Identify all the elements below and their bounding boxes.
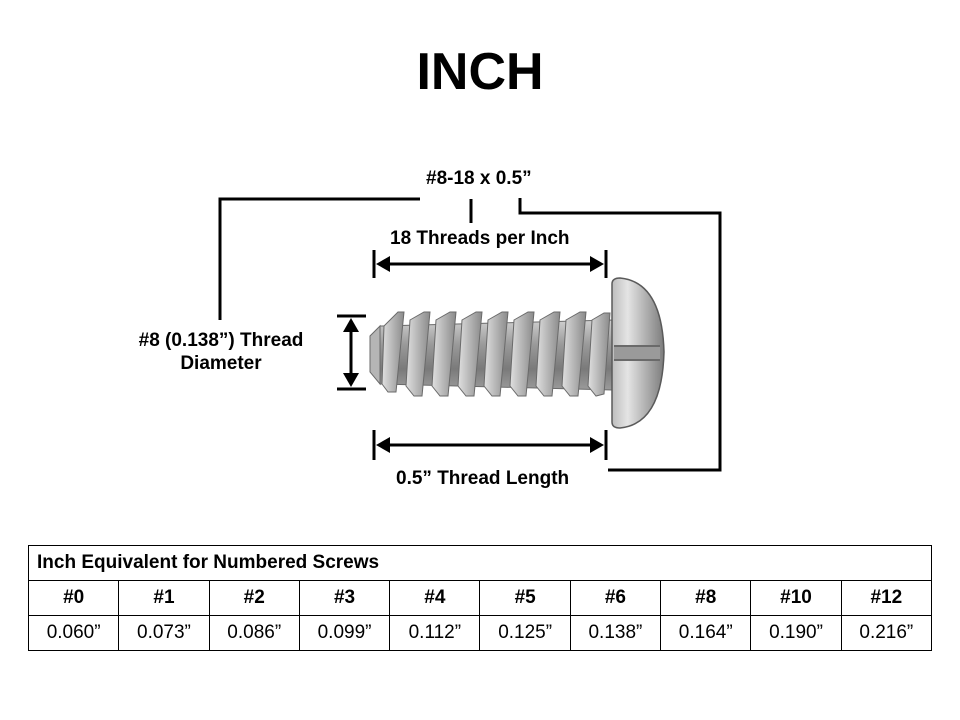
table-cell: 0.125” bbox=[479, 615, 571, 651]
table-cell: 0.216” bbox=[840, 615, 933, 651]
table-header: #12 bbox=[840, 580, 933, 616]
screw-diagram bbox=[218, 197, 722, 472]
table-cell: 0.099” bbox=[298, 615, 391, 651]
table-header: #10 bbox=[750, 580, 842, 616]
table-cell: 0.073” bbox=[118, 615, 210, 651]
table-header: #5 bbox=[479, 580, 571, 616]
table-cell: 0.190” bbox=[750, 615, 842, 651]
table-cell: 0.138” bbox=[569, 615, 662, 651]
table-caption: Inch Equivalent for Numbered Screws bbox=[28, 545, 932, 581]
screw-illustration bbox=[369, 277, 665, 429]
diameter-dimension-arrow bbox=[337, 314, 366, 391]
thread-diameter-label: #8 (0.138”) Thread Diameter bbox=[138, 330, 304, 374]
table-header: #4 bbox=[389, 580, 481, 616]
leader-line-length bbox=[518, 198, 722, 472]
table-header: #0 bbox=[27, 580, 120, 616]
table-header: #8 bbox=[660, 580, 752, 616]
length-dimension-arrow bbox=[372, 430, 608, 460]
table-cell: 0.112” bbox=[389, 615, 481, 651]
table-cell: 0.086” bbox=[208, 615, 300, 651]
leader-line-diameter bbox=[218, 197, 420, 320]
table-header-row: #0 #1 #2 #3 #4 #5 #6 #8 #10 #12 bbox=[27, 580, 933, 616]
table-cell: 0.060” bbox=[27, 615, 120, 651]
table-header: #2 bbox=[208, 580, 300, 616]
table-header: #6 bbox=[569, 580, 662, 616]
threads-per-inch-label: 18 Threads per Inch bbox=[390, 228, 570, 249]
table-header: #1 bbox=[118, 580, 210, 616]
screw-equivalent-table: Inch Equivalent for Numbered Screws #0 #… bbox=[27, 545, 933, 651]
thread-length-label: 0.5” Thread Length bbox=[396, 468, 570, 489]
screw-spec-label: #8-18 x 0.5” bbox=[426, 168, 532, 189]
threads-dimension-arrow bbox=[372, 250, 608, 278]
table-cell: 0.164” bbox=[660, 615, 752, 651]
page-title: INCH bbox=[416, 43, 544, 101]
table-header: #3 bbox=[298, 580, 391, 616]
table-row: 0.060” 0.073” 0.086” 0.099” 0.112” 0.125… bbox=[27, 615, 933, 651]
